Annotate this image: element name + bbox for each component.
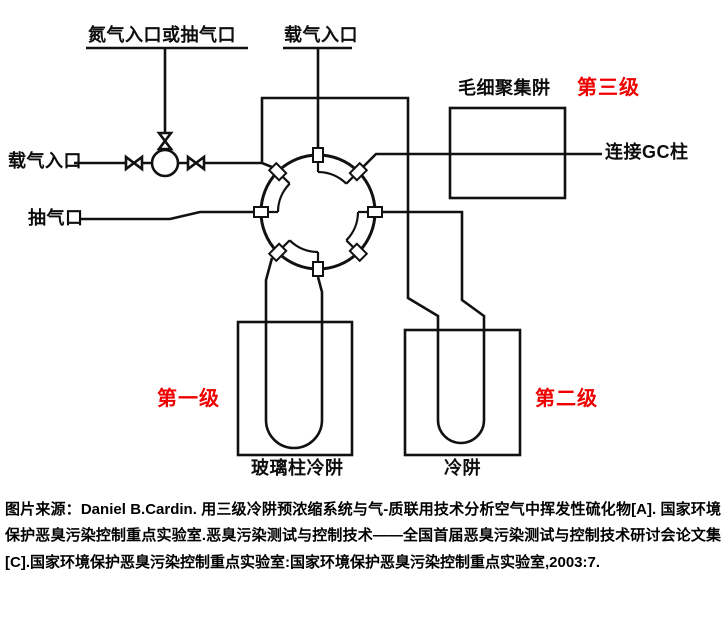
stage2-trap-tubing <box>260 96 486 445</box>
nitrogen-inlet-label: 氮气入口或抽气口 <box>88 25 236 45</box>
glass-trap-box <box>236 320 354 457</box>
carrier-left-label: 载气入口 <box>8 151 82 171</box>
pump-port-line <box>80 210 253 221</box>
cold-trap-box <box>403 328 522 457</box>
valve-symbol-top-icon <box>156 131 174 151</box>
valve-port-bottom <box>312 261 324 277</box>
valve-port-left <box>253 206 269 218</box>
rotor-channels <box>276 170 360 254</box>
rotor-stubs <box>266 160 370 264</box>
caption: 图片来源：Daniel B.Cardin. 用三级冷阱预浓缩系统与气-质联用技术… <box>5 501 721 571</box>
valve-port-upper-right <box>348 161 369 182</box>
cold-trap-label: 冷阱 <box>444 458 481 478</box>
pump-port-label: 抽气口 <box>28 208 84 228</box>
gc-column-label: 连接GC柱 <box>605 142 689 162</box>
stage1-trap-tubing <box>264 257 324 450</box>
valve-port-lower-left <box>267 242 288 263</box>
t-valve-to-rotary-line <box>204 161 273 169</box>
valve-port-lower-right <box>348 242 369 263</box>
stage2-label: 第二级 <box>535 388 598 410</box>
schematic-svg <box>74 46 602 457</box>
valve-symbol-left-icon <box>124 154 144 172</box>
valve-port-top <box>312 147 324 163</box>
valve-port-right <box>367 206 383 218</box>
carrier-top-label: 载气入口 <box>284 25 358 45</box>
valve-symbol-right-icon <box>186 154 206 172</box>
stage3-label: 第三级 <box>577 77 640 99</box>
capillary-trap-label: 毛细聚集阱 <box>458 78 551 98</box>
gc-column-line <box>362 152 602 168</box>
t-valve-body <box>150 148 180 178</box>
glass-trap-label: 玻璃柱冷阱 <box>251 458 344 478</box>
nitrogen-inlet-line <box>86 46 248 133</box>
stage1-label: 第一级 <box>157 388 220 410</box>
valve-port-upper-left <box>267 161 288 182</box>
